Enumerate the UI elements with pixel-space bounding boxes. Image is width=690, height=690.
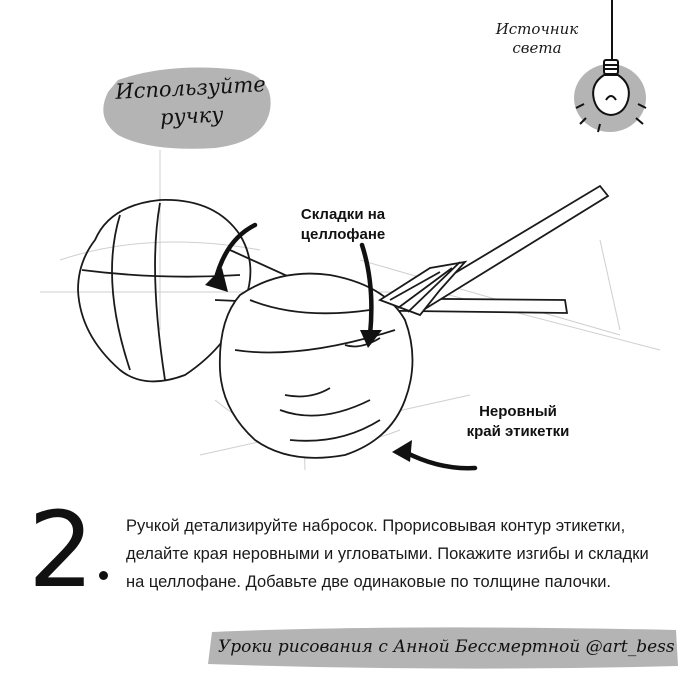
step-number-dot (99, 571, 108, 580)
step-number: 2 (28, 489, 95, 611)
lollipop-front (218, 260, 468, 459)
use-pen-label: Используйте ручку (114, 72, 267, 130)
light-bulb-icon (575, 0, 647, 133)
arrow-heads (205, 268, 412, 462)
uneven-edge-callout: Неровный край этикетки (466, 403, 570, 440)
step-instruction: Ручкой детализируйте набросок. Прорисовы… (126, 517, 649, 591)
cellophane-folds-callout: Складки на целлофане (300, 206, 386, 243)
footer-credit: Уроки рисования с Анной Бессмертной @art… (218, 637, 675, 657)
lollipop-stick (408, 184, 610, 314)
use-pen-blob (103, 67, 271, 149)
footer-band (208, 627, 678, 669)
light-source-label: Источник света (495, 20, 579, 57)
